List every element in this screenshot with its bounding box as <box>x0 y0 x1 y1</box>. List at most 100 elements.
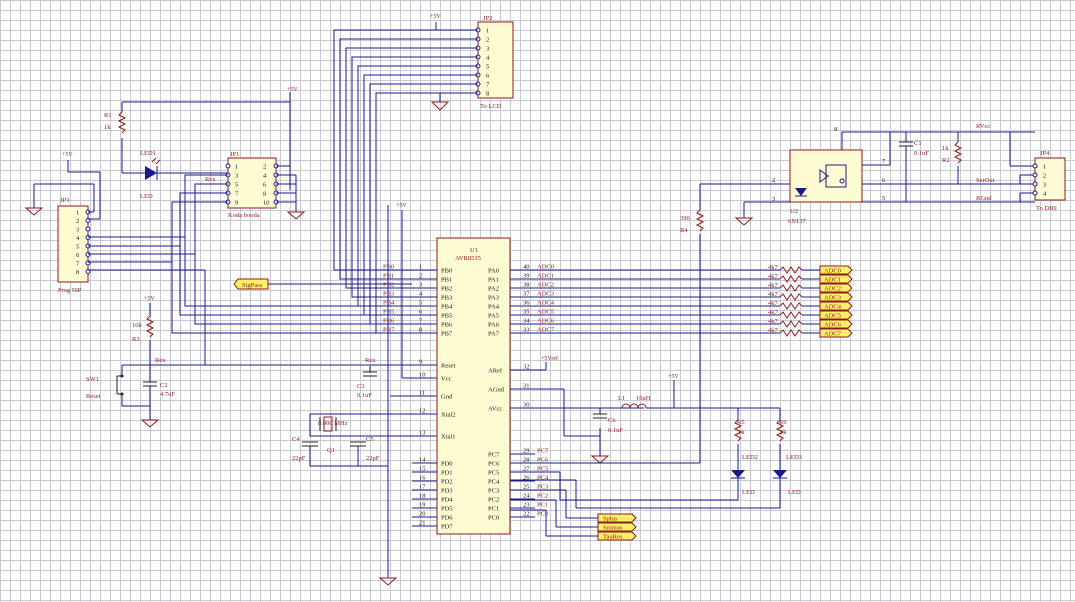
r2-ref: R2 <box>942 157 950 164</box>
r6-value: 1k <box>780 429 787 436</box>
u1-pin-name: PB1 <box>441 277 452 284</box>
u1-pin-name: PC1 <box>488 506 499 513</box>
u1-pin-number: 30 <box>523 402 530 409</box>
chip-u1[interactable]: U1 AVR8535 1PB0PB02PB1PB13PB2PB24PB3PB35… <box>383 237 555 535</box>
u1-pin-name: PD1 <box>441 470 453 477</box>
jp1-pin-label: 7 <box>235 191 239 198</box>
r1-resistor[interactable] <box>117 111 127 134</box>
u1-pin-name: Xtal2 <box>441 412 455 419</box>
lcd-bus-wire <box>351 56 478 298</box>
adc-resistor[interactable] <box>779 293 803 301</box>
jp3-pin-label: 7 <box>76 261 80 268</box>
jp4-pin-4[interactable] <box>1032 190 1038 196</box>
adc-tag-adc4[interactable] <box>819 301 853 311</box>
adc-resistor[interactable] <box>779 275 803 283</box>
led2-ref: LED2 <box>742 454 758 461</box>
jp3-pin-3[interactable] <box>85 226 91 232</box>
r1-ref: R1 <box>104 112 112 119</box>
jp4-pin-3[interactable] <box>1032 181 1038 187</box>
u1-pin-number: 38 <box>523 282 530 289</box>
sw1-switch[interactable] <box>116 374 124 396</box>
led2-diode[interactable] <box>731 470 745 478</box>
u1-pin-name: PD2 <box>441 479 453 486</box>
u1-pin-name: PA2 <box>488 286 499 293</box>
led3-diode[interactable] <box>773 470 787 478</box>
u1-net-label: PB5 <box>383 309 394 316</box>
u1-power-label: +5V <box>396 203 407 209</box>
jp2-pin-label: 7 <box>486 82 490 89</box>
u2-pin-6: 6 <box>882 177 886 184</box>
jp4-pin-label: 4 <box>1043 191 1047 198</box>
tag-splus[interactable] <box>597 513 637 523</box>
adc-tag-adc1[interactable] <box>819 274 853 284</box>
jp1-pin-label: 6 <box>263 182 267 189</box>
jp2-pin-label: 8 <box>486 91 489 98</box>
u1-pin-name: Xtal1 <box>441 434 455 441</box>
tag-label: TauRes <box>603 534 623 541</box>
tag-smmus[interactable] <box>597 522 637 532</box>
adc-resistor[interactable] <box>779 320 803 328</box>
adc-resistor[interactable] <box>779 302 803 310</box>
u1-net-label: ADC4 <box>537 300 555 307</box>
led3-ref: LED3 <box>786 454 802 461</box>
jp4-pin-1[interactable] <box>1032 163 1038 169</box>
tag-taures[interactable] <box>597 531 637 541</box>
u1-pin-number: 36 <box>523 300 530 307</box>
jp3-ground-symbol <box>24 207 44 216</box>
u1-pin-number: 5 <box>419 300 422 307</box>
adc-resistor[interactable] <box>779 266 803 274</box>
jp3-pin-label: 3 <box>76 227 79 234</box>
adc-resistor[interactable] <box>779 329 803 337</box>
adc-tag-adc3[interactable] <box>819 292 853 302</box>
u1-pin-number: 8 <box>419 327 422 334</box>
c6-value: 0.1uF <box>608 427 623 434</box>
u1-pin-number: 27 <box>523 466 530 473</box>
lcd-bus-wire <box>333 29 478 271</box>
jp3-ref: JP3 <box>60 197 69 204</box>
c4-ref: C4 <box>292 436 300 443</box>
u1-pin-name: PC3 <box>488 488 499 495</box>
u1-net-label: PB3 <box>383 291 394 298</box>
adc-tag-label: ADC0 <box>824 268 841 275</box>
c1-ref: C1 <box>914 140 922 147</box>
r4-value: 390 <box>680 215 690 222</box>
adc-tag-adc2[interactable] <box>819 283 853 293</box>
c2-value: 4.7uF <box>160 391 175 398</box>
jp4-pin-label: 1 <box>1043 164 1046 171</box>
u1-pin-name: PC5 <box>488 470 499 477</box>
u1-pin-number: 31 <box>523 383 530 390</box>
u1-pin-number: 35 <box>523 309 530 316</box>
q1-crystal[interactable] <box>323 416 333 432</box>
optocoupler-u2[interactable] <box>789 149 863 203</box>
adc-resistor-value: 4k7 <box>768 318 779 325</box>
r6-resistor[interactable] <box>775 419 785 442</box>
u1-net-label: ADC2 <box>537 282 554 289</box>
jp3-pin-label: 6 <box>76 252 80 259</box>
jp4-pin-2[interactable] <box>1032 172 1038 178</box>
u1-pin-number: 32 <box>523 364 530 371</box>
adc-tag-adc7[interactable] <box>819 328 853 338</box>
adc-resistor-value: 4k7 <box>768 327 779 334</box>
u1-net-label: PB0 <box>383 264 394 271</box>
u1-pin-name: PB3 <box>441 295 452 302</box>
r4-resistor[interactable] <box>695 209 705 232</box>
led1-diode[interactable] <box>145 166 157 180</box>
r5-resistor[interactable] <box>733 419 743 442</box>
adc-resistor[interactable] <box>779 284 803 292</box>
adc-resistor[interactable] <box>779 311 803 319</box>
net-rgnd: RGnd <box>976 195 992 202</box>
adc-tag-adc6[interactable] <box>819 319 853 329</box>
r2-resistor[interactable] <box>953 141 963 164</box>
adc-tag-adc0[interactable] <box>819 265 853 275</box>
jp2-pin-label: 3 <box>486 46 489 53</box>
r3-resistor[interactable] <box>145 315 155 338</box>
l1-inductor[interactable] <box>621 403 647 409</box>
u1-pin-number: 33 <box>523 327 530 334</box>
u1-pin-number: 3 <box>419 282 422 289</box>
adc-tag-adc5[interactable] <box>819 310 853 320</box>
jp1-pin-1[interactable] <box>225 163 231 169</box>
